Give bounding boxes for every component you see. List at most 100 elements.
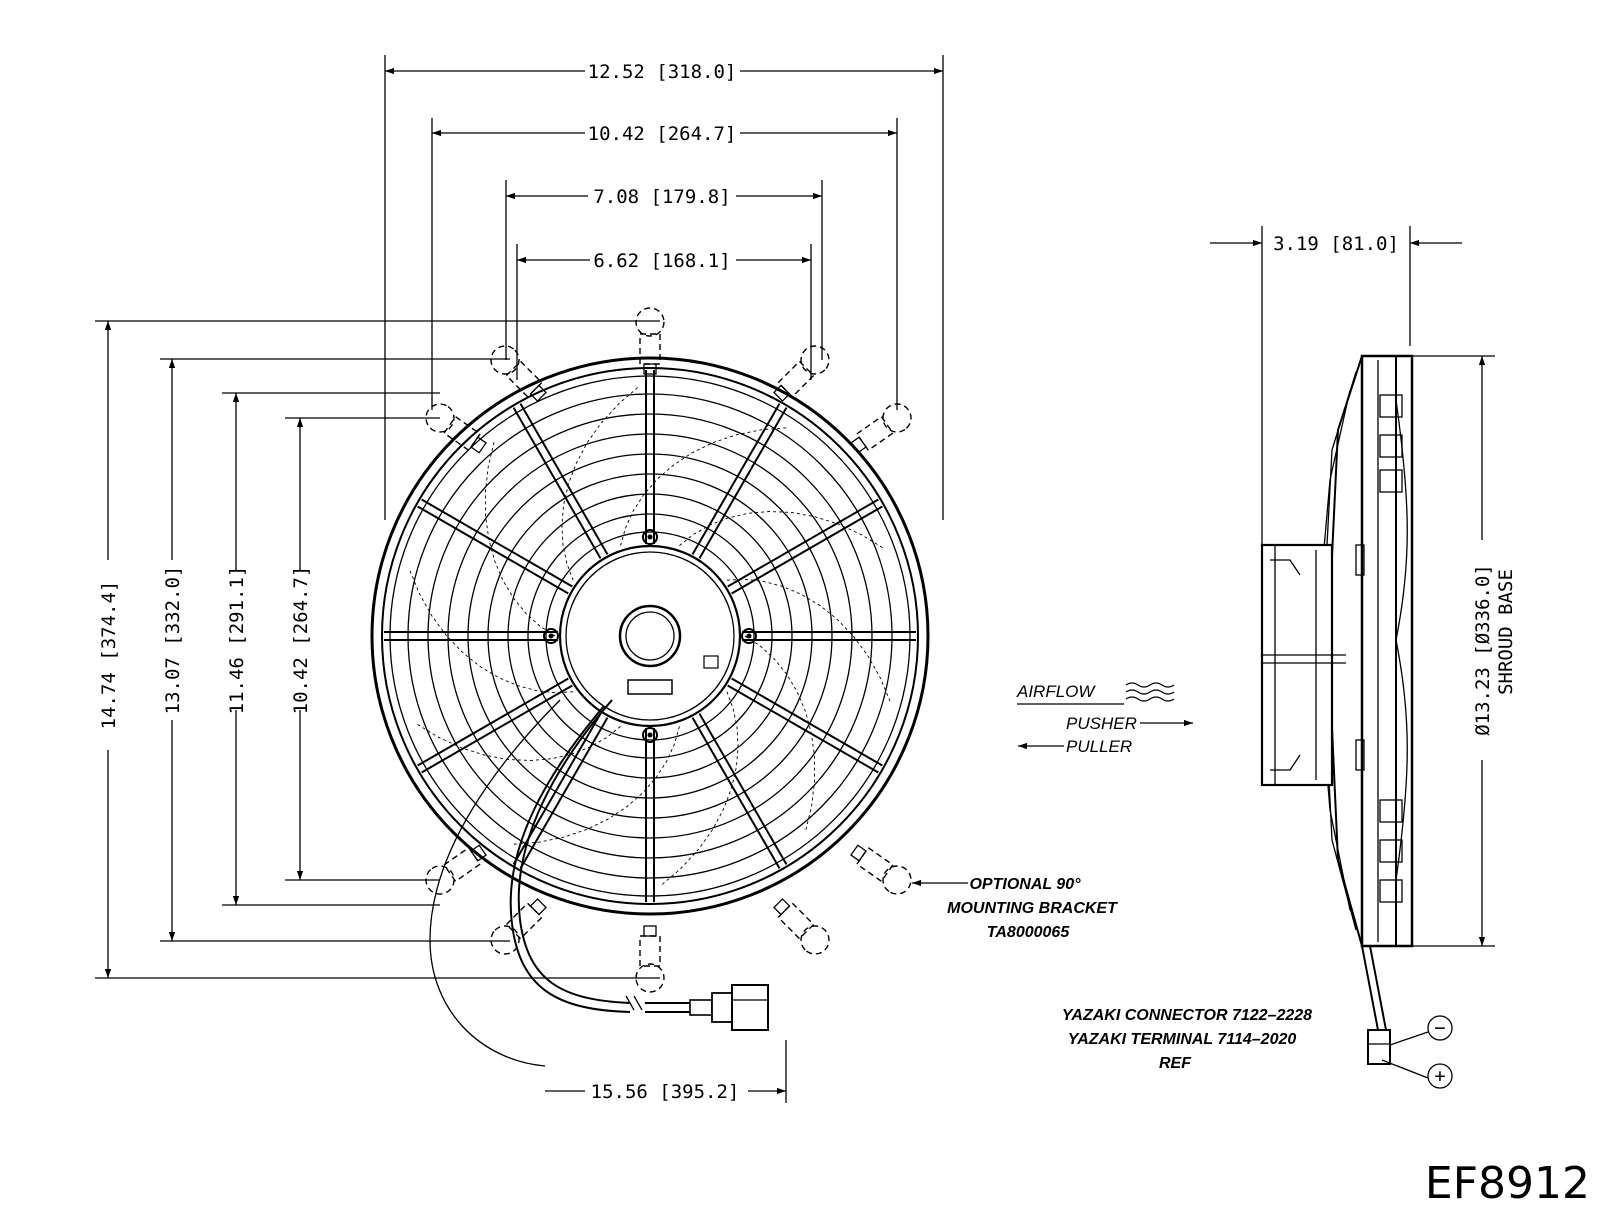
spoke-11-a [421,498,573,588]
dim-bracket-height: 10.42 [264.7] [290,566,312,715]
grille-ring-2 [427,413,873,859]
blade-3 [511,726,680,845]
tab-hole-10 [490,345,520,375]
lead-length-dimension: 15.56 [395.2] [545,1040,787,1103]
motor-hub [543,529,757,743]
dim-overall-width: 12.52 [318.0] [588,61,737,83]
tab-hole-5 [800,925,830,955]
tab-foot-5 [777,902,815,940]
tab-base-8 [470,844,487,862]
airflow-legend: AIRFLOW PUSHER PULLER [1016,682,1193,756]
mounting-tab-2 [773,345,830,402]
dim-bracket-width: 10.42 [264.7] [588,123,737,145]
fan-blades [408,385,892,887]
spoke-8-b [519,717,609,869]
width-dimension-labels: 12.52 [318.0] 10.42 [264.7] 7.08 [179.8]… [588,61,737,272]
dim-lead-length: 15.56 [395.2] [591,1081,740,1103]
fan-shroud [370,356,930,916]
spoke-9-a [417,677,569,767]
tab-foot-10 [505,360,543,398]
blade-10 [726,578,892,704]
spoke-5-b [731,677,883,767]
blade-1 [744,635,816,832]
blade-2 [660,691,739,887]
airflow-label: AIRFLOW [1016,682,1096,701]
airflow-waves-icon [1125,682,1175,702]
grille-ring-5 [487,473,813,799]
spoke-3-b [727,498,879,588]
blade-7 [561,385,640,581]
mounting-tab-8 [425,844,487,895]
blade-9 [679,511,885,550]
tab-hole-1 [635,307,665,337]
blade-6 [484,440,556,637]
spoke-6-a [691,717,781,869]
tab-hole-8 [425,865,455,895]
grille-ring-8 [545,531,755,741]
mounting-tab-6 [635,925,665,993]
part-number: EF8912 [1425,1158,1590,1209]
dim-depth: 3.19 [81.0] [1273,233,1399,255]
bracket-note-line1: OPTIONAL 90° [969,876,1081,893]
tab-foot-4 [855,846,894,883]
tab-base-5 [773,898,791,916]
grille-rings [407,393,893,879]
dim-shroud-note: SHROUD BASE [1495,569,1517,695]
side-connector: − + [1361,945,1453,1089]
spoke-2-a [698,407,788,559]
mounting-tab-5 [773,898,830,955]
tab-base-10 [529,384,547,402]
blade-8 [620,427,789,546]
tab-foot-3 [855,415,894,452]
tab-hole-2 [800,345,830,375]
spoke-12-a [519,403,609,555]
wiring-lead [429,699,769,1067]
grille-ring-4 [467,453,833,819]
spoke-5-a [727,684,879,774]
tab-hole-4 [882,865,912,895]
depth-dimension: 3.19 [81.0] [1210,226,1462,545]
negative-terminal-icon [1427,1015,1453,1041]
bracket-note-line3: TA8000065 [987,924,1071,941]
side-motor [1260,543,1346,787]
tab-base-4 [850,844,867,862]
blade-4 [415,722,621,761]
dim-tab-inner: 6.62 [168.1] [593,250,730,272]
shroud-spokes [384,370,916,902]
mounting-tab-4 [850,844,912,895]
grille-ring-7 [527,513,773,759]
grille-ring-1 [407,393,893,879]
dim-overall-height: 14.74 [374.4] [98,581,120,730]
bracket-note: OPTIONAL 90° MOUNTING BRACKET TA8000065 [912,876,1118,941]
mounting-tab-1 [635,307,665,375]
spoke-2-b [691,403,781,555]
blade-5 [408,568,574,694]
tab-foot-6 [639,935,661,967]
tab-base-7 [529,898,547,916]
connector-note-line1: YAZAKI CONNECTOR 7122–2228 [1062,1007,1312,1024]
width-dimensions [384,55,944,520]
connector-note: YAZAKI CONNECTOR 7122–2228 YAZAKI TERMIN… [1062,1007,1312,1072]
tab-base-6 [643,925,657,937]
tab-base-2 [773,384,791,402]
dim-bracket-outer-height: 11.46 [291.1] [226,566,248,715]
terminal-plus: + [1434,1065,1445,1087]
spoke-12-b [512,407,602,559]
airflow-pusher: PUSHER [1066,714,1137,733]
dim-shroud: Ø13.23 [Ø336.0] [1472,564,1494,736]
mounting-tab-10 [490,345,547,402]
height-dimension-labels: 14.74 [374.4] 13.07 [332.0] 11.46 [291.1… [98,566,312,730]
spoke-11-b [417,505,569,595]
spoke-3-a [731,505,883,595]
grille-ring-6 [507,493,793,779]
spoke-9-b [421,684,573,774]
grille-ring-3 [447,433,853,839]
dim-tab-outer: 7.08 [179.8] [593,186,730,208]
spoke-6-b [698,713,788,865]
tab-base-3 [850,436,867,454]
side-view: 3.19 [81.0] [1062,226,1517,1089]
terminal-minus: − [1434,1017,1445,1039]
connector-note-line3: REF [1159,1055,1192,1072]
front-view: 12.52 [318.0] 10.42 [264.7] 7.08 [179.8]… [95,55,1118,1103]
shroud-dimension: Ø13.23 [Ø336.0] SHROUD BASE [1412,355,1517,947]
